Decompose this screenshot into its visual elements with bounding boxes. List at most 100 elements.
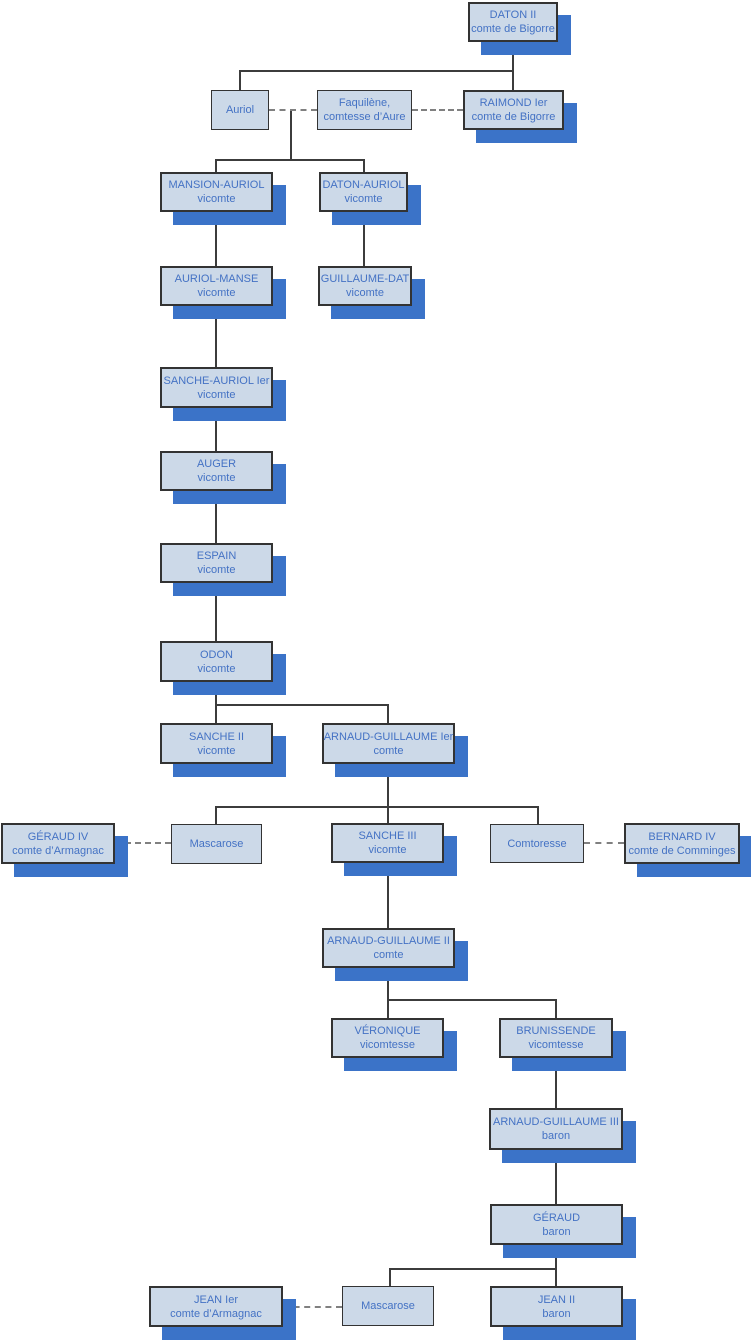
person-title: vicomte [197,472,236,484]
person-name: Faquilène, [338,97,391,109]
connector-line-horizontal [387,999,557,1001]
person-name: GÉRAUD IV [27,830,89,843]
connector-line-vertical [387,704,389,723]
person-name: JEAN II [537,1293,576,1306]
person-title: vicomte [197,662,236,675]
person-node[interactable]: Mascarose [342,1286,434,1326]
connector-line-vertical [387,968,389,1000]
person-title: baron [541,1130,571,1142]
marriage-dashed-line [115,842,171,844]
person-title: vicomtesse [359,1039,416,1051]
person-name: Comtoresse [507,837,567,850]
person-name: ESPAIN [196,550,237,562]
person-node[interactable]: GUILLAUME-DAT vicomte [318,266,412,306]
person-name: ARNAUD-GUILLAUME Ier [323,730,454,743]
connector-line-vertical [215,212,217,266]
person-node[interactable]: RAIMOND Ier comte de Bigorre [463,90,564,130]
person-title: comtesse d’Aure [323,111,406,123]
person-name: DATON-AURIOL [322,179,405,191]
connector-line-vertical [389,1268,391,1286]
connector-line-vertical [215,306,217,367]
person-name: GUILLAUME-DAT [320,273,410,285]
person-title: comte [373,744,404,757]
marriage-dashed-line [283,1306,342,1308]
person-name: VÉRONIQUE [354,1025,421,1037]
person-name: ARNAUD-GUILLAUME II [327,935,450,947]
person-node[interactable]: BRUNISSENDE vicomtesse [499,1018,613,1058]
person-title: vicomte [197,564,236,576]
person-title: comte de Bigorre [471,111,556,123]
person-title: baron [542,1307,571,1320]
connector-line-vertical [387,999,389,1018]
person-name: BERNARD IV [648,830,716,843]
person-title: vicomtesse [528,1039,584,1051]
connector-line-vertical [215,682,217,723]
person-name: Auriol [225,104,255,116]
marriage-dashed-line [412,109,463,111]
connector-line-horizontal [389,1268,557,1270]
person-name: SANCHE-AURIOL Ier [163,374,270,387]
person-title: vicomte [344,193,383,205]
person-node[interactable]: DATON-AURIOL vicomte [319,172,408,212]
person-name: DATON II [489,9,537,21]
person-node[interactable]: Faquilène, comtesse d’Aure [317,90,412,130]
person-title: comte d’Armagnac [170,1307,262,1320]
person-node[interactable]: VÉRONIQUE vicomtesse [331,1018,444,1058]
person-name: RAIMOND Ier [479,97,548,109]
person-title: vicomte [197,388,236,401]
person-title: comte d’Armagnac [12,844,104,857]
connector-line-vertical [290,110,292,160]
person-node[interactable]: ARNAUD-GUILLAUME II comte [322,928,455,968]
marriage-dashed-line [269,109,317,111]
person-name: ARNAUD-GUILLAUME III [493,1116,619,1128]
person-title: vicomte [346,287,384,299]
connector-line-vertical [555,1245,557,1286]
person-title: comte [373,949,404,961]
person-node[interactable]: AURIOL-MANSE vicomte [160,266,273,306]
person-name: MANSION-AURIOL [168,179,265,191]
person-name: AURIOL-MANSE [174,273,259,285]
person-title: baron [542,1225,571,1238]
connector-line-horizontal [215,806,539,808]
connector-line-vertical [537,806,539,824]
connector-line-vertical [512,42,514,90]
person-name: Mascarose [361,1300,415,1312]
connector-line-vertical [215,408,217,451]
person-title: vicomte [197,744,236,757]
person-node[interactable]: ARNAUD-GUILLAUME III baron [489,1108,623,1150]
person-node[interactable]: Comtoresse [490,824,584,863]
person-name: SANCHE III [358,830,417,842]
connector-line-vertical [215,583,217,641]
person-name: Mascarose [189,838,244,850]
person-node[interactable]: Auriol [211,90,269,130]
person-node[interactable]: Mascarose [171,824,262,864]
connector-line-vertical [215,806,217,824]
connector-line-vertical [387,806,389,823]
connector-line-vertical [363,212,365,266]
person-name: ODON [200,648,233,661]
person-node[interactable]: ESPAIN vicomte [160,543,273,583]
person-name: SANCHE II [188,730,244,743]
connector-line-vertical [387,863,389,928]
connector-line-vertical [239,70,241,90]
person-title: comte de Comminges [628,844,736,857]
person-name: JEAN Ier [193,1293,238,1306]
connector-line-vertical [215,159,217,172]
person-title: vicomte [197,287,236,299]
person-name: BRUNISSENDE [516,1025,596,1037]
connector-line-vertical [215,491,217,543]
